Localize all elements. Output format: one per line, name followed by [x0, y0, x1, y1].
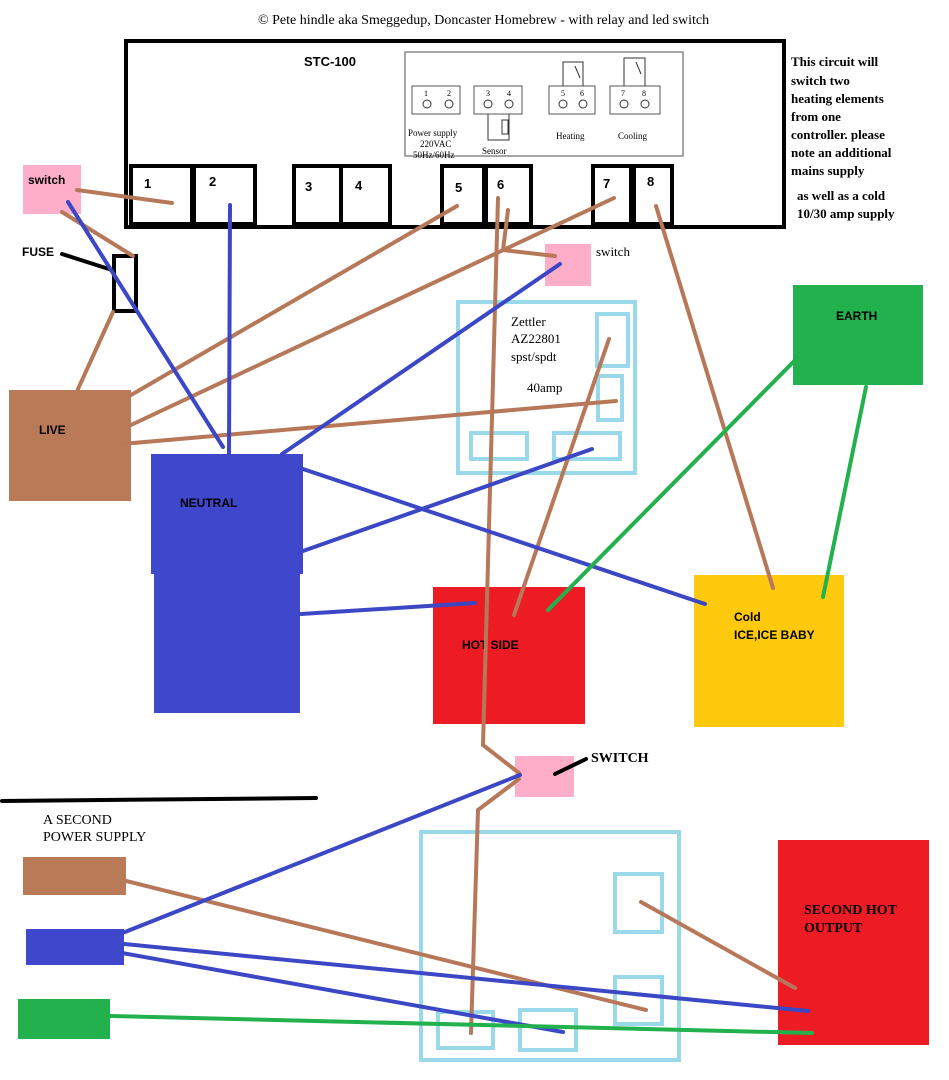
- cold-label-line-1: Cold: [734, 610, 761, 624]
- neutral-label: NEUTRAL: [180, 496, 237, 510]
- divider-line: [0, 796, 318, 803]
- notes-line-4: from one: [791, 109, 841, 124]
- terminal-block-1: [129, 164, 194, 226]
- second-hot-output-block: SECOND HOT OUTPUT: [778, 840, 929, 1045]
- fuse-label: FUSE: [22, 245, 54, 259]
- terminal-label-2: 2: [209, 174, 216, 189]
- switch-bottom-pointer: [553, 757, 588, 776]
- terminal-label-8: 8: [647, 174, 654, 189]
- relay-rating: 40amp: [527, 380, 562, 395]
- notes-line-7: mains supply: [791, 163, 865, 178]
- hot-side-label: HOT SIDE: [462, 638, 519, 652]
- panel-terminal-3: 3: [486, 89, 490, 98]
- second-supply-label-line-2: POWER SUPPLY: [43, 830, 146, 845]
- neutral-wires: [66, 200, 810, 1034]
- controller-label-panel: 1 2 3 4 5 6 7 8 Power supply 220VA: [404, 51, 684, 160]
- relay-model-line-2: AZ22801: [511, 331, 561, 346]
- second-supply-live: [23, 857, 126, 895]
- terminal-block-2: [192, 164, 257, 226]
- notes-line-6: note an additional: [791, 145, 892, 160]
- controller-name: STC-100: [304, 54, 356, 69]
- terminal-label-6: 6: [497, 177, 504, 192]
- panel-terminal-1: 1: [424, 89, 428, 98]
- terminal-block-7: [591, 164, 633, 226]
- notes-line-2: switch two: [791, 73, 850, 88]
- panel-sensor: Sensor: [482, 146, 507, 156]
- relay-model-line-3: spst/spdt: [511, 349, 557, 364]
- fuse-pointer: [60, 252, 114, 272]
- neutral-block: NEUTRAL: [151, 454, 303, 713]
- terminal-label-1: 1: [144, 176, 151, 191]
- second-hot-label-line-2: OUTPUT: [804, 921, 863, 936]
- relay-module-1: Zettler AZ22801 spst/spdt 40amp: [456, 300, 637, 475]
- earth-block: EARTH: [793, 285, 923, 385]
- terminal-label-4: 4: [355, 178, 363, 193]
- live-wires: [60, 188, 797, 1035]
- panel-frequency: 50Hz/60Hz: [413, 150, 455, 160]
- notes-line-9: 10/30 amp supply: [797, 206, 895, 221]
- panel-heating: Heating: [556, 131, 585, 141]
- notes-line-8: as well as a cold: [797, 188, 886, 203]
- panel-terminal-6: 6: [580, 89, 584, 98]
- terminal-label-3: 3: [305, 179, 312, 194]
- terminal-block-4: [339, 164, 392, 226]
- stc-100-controller: STC-100 1 2 3 4 5 6 7 8: [124, 39, 786, 229]
- second-supply-label-line-1: A SECOND: [43, 813, 112, 828]
- switch-bottom: [515, 756, 574, 797]
- circuit-notes: This circuit will switch two heating ele…: [791, 54, 895, 221]
- panel-voltage: 220VAC: [420, 139, 451, 149]
- switch-middle: [545, 244, 591, 286]
- notes-line-3: heating elements: [791, 91, 884, 106]
- switch-bottom-label: SWITCH: [591, 751, 649, 766]
- panel-terminal-8: 8: [642, 89, 646, 98]
- relay-model-line-1: Zettler: [511, 314, 546, 329]
- second-supply-neutral: [26, 929, 124, 965]
- cold-label-line-2: ICE,ICE BABY: [734, 628, 815, 642]
- live-label: LIVE: [39, 423, 66, 437]
- credit-text: © Pete hindle aka Smeggedup, Doncaster H…: [258, 13, 709, 28]
- second-supply-earth: [18, 999, 110, 1039]
- panel-terminal-7: 7: [621, 89, 625, 98]
- terminal-block-8: [632, 164, 674, 226]
- terminal-block-3: [292, 164, 343, 226]
- panel-power-supply: Power supply: [408, 128, 458, 138]
- panel-terminal-2: 2: [447, 89, 451, 98]
- earth-label: EARTH: [836, 309, 877, 323]
- switch-middle-label: switch: [596, 244, 630, 259]
- terminal-block-5: [440, 164, 486, 226]
- terminal-label-7: 7: [603, 176, 610, 191]
- panel-cooling: Cooling: [618, 131, 648, 141]
- second-hot-label-line-1: SECOND HOT: [804, 903, 898, 918]
- cold-block: Cold ICE,ICE BABY: [694, 575, 844, 727]
- panel-terminal-5: 5: [561, 89, 565, 98]
- hot-side-block: HOT SIDE: [433, 587, 585, 724]
- earth-wires: [108, 335, 868, 1035]
- panel-terminal-4: 4: [507, 89, 511, 98]
- notes-line-1: This circuit will: [791, 54, 879, 69]
- live-block: LIVE: [9, 390, 131, 501]
- notes-line-5: controller. please: [791, 127, 885, 142]
- switch-top-left-label: switch: [28, 173, 65, 187]
- terminal-label-5: 5: [455, 180, 462, 195]
